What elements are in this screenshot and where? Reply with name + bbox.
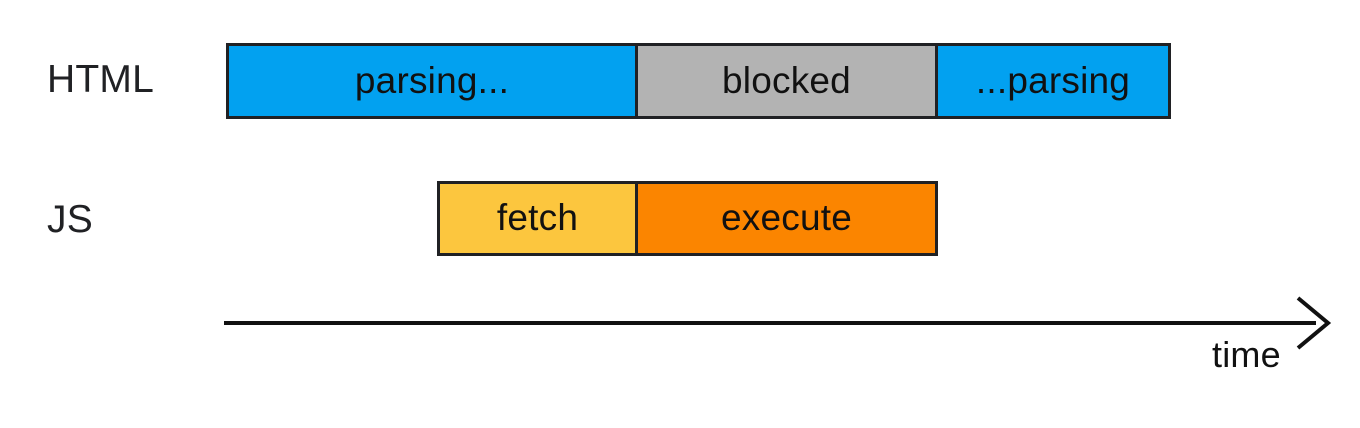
segment-js-execute: execute [635,181,938,256]
segment-label: execute [721,197,852,238]
segment-label: parsing... [354,59,510,101]
segment-html-parsing-start: parsing... [226,43,638,119]
segment-label: blocked [722,59,851,101]
time-axis-arrow-icon [224,296,1332,350]
segment-html-parsing-end: ...parsing [935,43,1171,119]
segment-js-fetch: fetch [437,181,638,256]
row-label-js: JS [47,198,93,241]
time-axis-label: time [1212,334,1281,375]
row-label-html: HTML [47,58,154,101]
segment-label: fetch [496,197,579,238]
segment-label: ...parsing [975,59,1131,101]
segment-html-blocked: blocked [635,43,938,119]
